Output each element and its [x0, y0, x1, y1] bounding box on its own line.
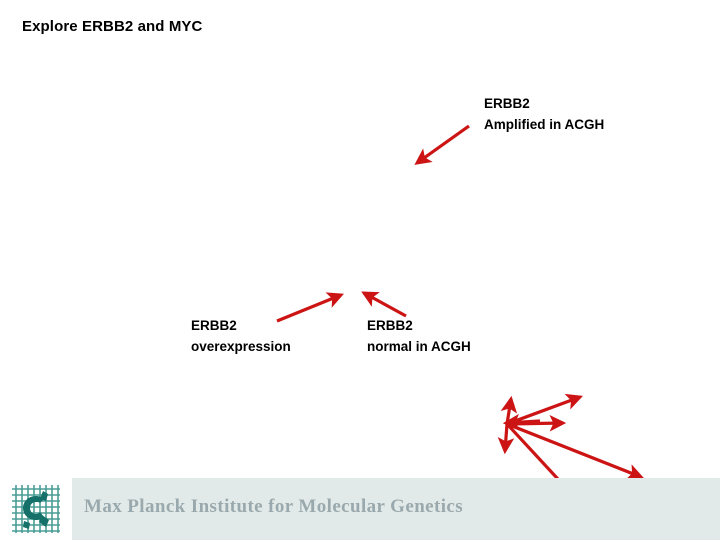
annotation-erbb2-amplified-acgh: ERBB2 Amplified in ACGH [484, 93, 604, 135]
annotation-line-1: ERBB2 [484, 96, 530, 111]
arrow-cluster-up-right [506, 393, 584, 426]
annotation-line-1: ERBB2 [367, 318, 413, 333]
arrow-cluster-right [506, 414, 567, 432]
arrow-cluster-inbound [502, 413, 541, 431]
annotation-line-2: normal in ACGH [367, 339, 471, 354]
arrow-from-normal-acgh [361, 291, 407, 318]
footer-institute-name: Max Planck Institute for Molecular Genet… [84, 496, 464, 517]
max-planck-minerva-logo-icon [12, 485, 60, 533]
arrow-cluster-down [497, 423, 515, 455]
page-title: Explore ERBB2 and MYC [22, 18, 203, 35]
annotation-line-2: overexpression [191, 339, 291, 354]
arrow-to-amplified-region [414, 124, 470, 165]
footer-band [0, 478, 720, 540]
annotation-erbb2-overexpression: ERBB2 overexpression [191, 315, 291, 357]
annotation-line-2: Amplified in ACGH [484, 117, 605, 132]
arrow-cluster-up [500, 395, 518, 425]
annotation-line-1: ERBB2 [191, 318, 237, 333]
annotation-erbb2-normal-acgh: ERBB2 normal in ACGH [367, 315, 471, 357]
arrow-cluster-down-right-long [506, 422, 644, 480]
